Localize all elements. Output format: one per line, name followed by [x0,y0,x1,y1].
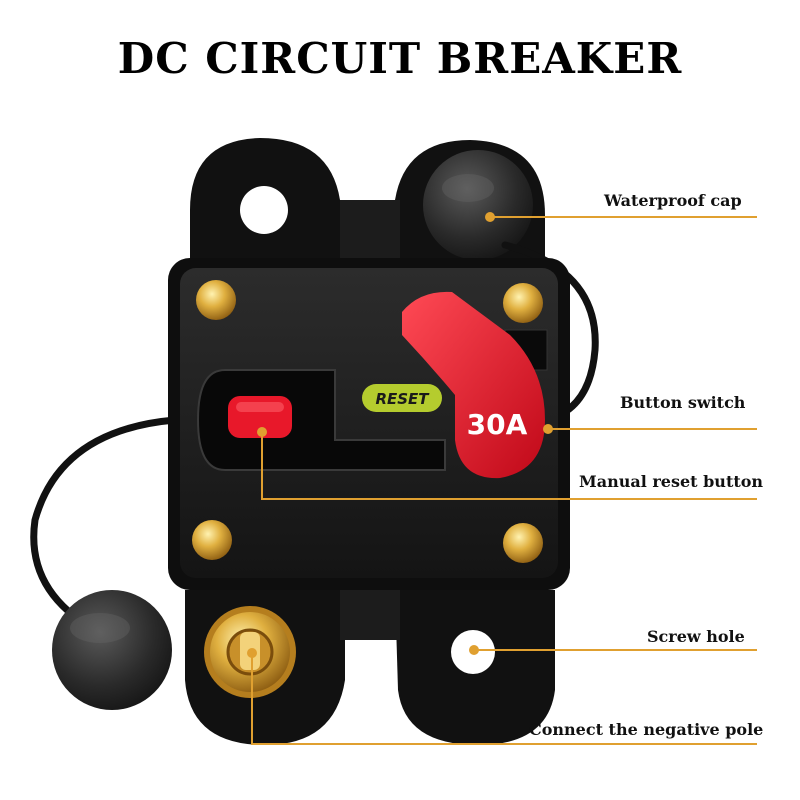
reset-badge: RESET [362,384,442,412]
rating-label: 30A [467,408,528,441]
label-screw-hole: Screw hole [647,627,745,646]
leader-manual-reset [261,432,757,500]
brass-screw-bottom-left [192,520,232,560]
label-negative-pole: Connect the negative pole [529,720,764,739]
dot-button-switch [543,424,553,434]
callout-lines [251,216,757,745]
reset-badge-label: RESET [375,390,430,408]
label-manual-reset-button: Manual reset button [579,472,764,491]
dot-manual-reset [257,427,267,437]
leader-negative-pole [251,653,757,745]
waterproof-cap-bottom [52,590,172,710]
brass-screw-bottom-right [503,523,543,563]
screw-hole-top-left [240,186,288,234]
callout-dots [247,212,553,658]
corner-screws [192,280,543,563]
dot-waterproof-cap [485,212,495,222]
brass-screw-top-left [196,280,236,320]
label-button-switch: Button switch [620,393,746,412]
cap-tether-left [30,416,179,634]
label-waterproof-cap: Waterproof cap [604,191,742,210]
reset-channel [196,369,446,471]
brass-screw-top-right [503,283,543,323]
waterproof-cap-top [423,150,533,260]
page-title: DC CIRCUIT BREAKER [117,34,683,83]
dot-screw-hole [469,645,479,655]
dot-negative-pole [247,648,257,658]
button-switch-lever[interactable]: 30A [402,291,545,479]
